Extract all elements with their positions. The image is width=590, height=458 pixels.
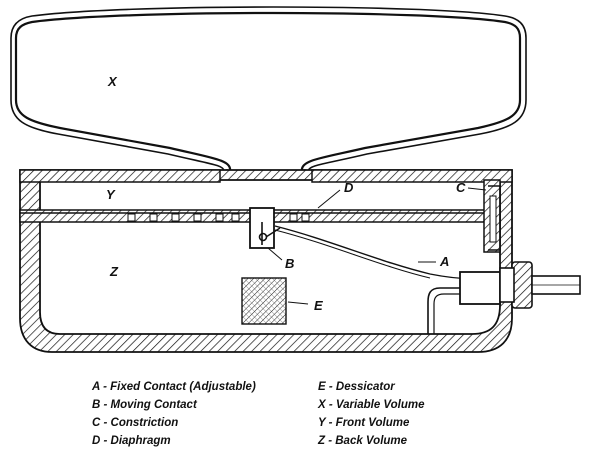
fixed-contact-wire: [274, 225, 501, 280]
lead-wire: [427, 287, 460, 334]
label-x: X: [107, 74, 118, 89]
label-a: A: [439, 254, 449, 269]
constriction-slot: [489, 195, 497, 243]
cable-gland-inner: [459, 271, 501, 305]
leader-c: [467, 187, 487, 191]
label-d: D: [344, 180, 354, 195]
legend-item-b: B - Moving Contact: [92, 399, 198, 411]
constriction-channel: [488, 185, 501, 251]
variable-volume-bag-inner: [10, 6, 527, 172]
housing-top-left: [19, 169, 221, 183]
legend-item-c: C - Constriction: [92, 417, 178, 429]
label-e: E: [314, 298, 323, 313]
legend-item-x: X - Variable Volume: [317, 399, 425, 411]
moving-contact-pin: [265, 227, 281, 238]
diaphragm-holes: [127, 213, 310, 222]
legend-item-a: A - Fixed Contact (Adjustable): [91, 381, 256, 393]
lead-wire-inner: [433, 293, 460, 334]
dessicator: [241, 277, 287, 325]
housing-top-right: [311, 169, 513, 183]
legend-item-z: Z - Back Volume: [317, 435, 408, 447]
label-c: C: [456, 180, 466, 195]
fixed-contact-wire-2: [274, 229, 431, 279]
leader-b: [267, 247, 283, 261]
variable-volume-bag: [14, 11, 522, 172]
leader-e: [287, 301, 309, 305]
label-z: Z: [109, 264, 119, 279]
legend-item-y: Y - Front Volume: [318, 417, 410, 429]
housing-wall: [19, 169, 513, 353]
cable-gland-nut: [511, 261, 533, 309]
cable-gland-body: [499, 267, 515, 303]
legend: A - Fixed Contact (Adjustable) B - Movin…: [91, 381, 425, 447]
legend-item-e: E - Dessicator: [318, 381, 395, 393]
label-b: B: [285, 256, 294, 271]
legend-item-d: D - Diaphragm: [92, 435, 171, 447]
label-y: Y: [106, 187, 116, 202]
leader-d: [317, 189, 341, 209]
